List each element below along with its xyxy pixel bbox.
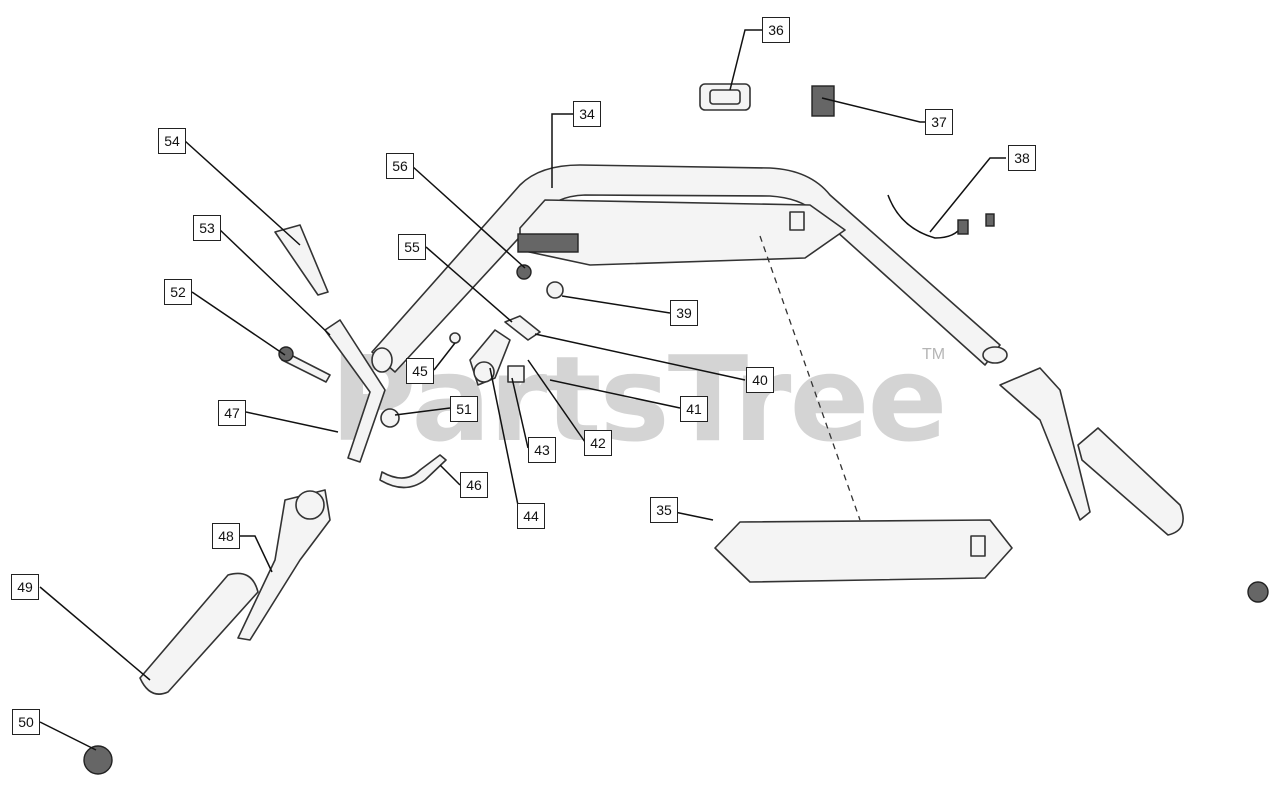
callout-40: 40 xyxy=(746,367,774,393)
knob-54-part xyxy=(274,224,329,296)
right-lever-part xyxy=(999,367,1091,521)
switch-part xyxy=(811,85,835,117)
callout-47: 47 xyxy=(218,400,246,426)
right-plug-part xyxy=(1247,581,1269,603)
bushing-51-part xyxy=(380,408,400,428)
dash-panel-part xyxy=(519,199,846,266)
washer-39-part xyxy=(546,281,564,299)
callout-49: 49 xyxy=(11,574,39,600)
bolt-45-part xyxy=(449,332,461,344)
callout-43: 43 xyxy=(528,437,556,463)
callout-36: 36 xyxy=(762,17,790,43)
callout-46: 46 xyxy=(460,472,488,498)
cable-46-part xyxy=(379,454,447,489)
left-grip-part xyxy=(139,572,259,695)
callout-35: 35 xyxy=(650,497,678,523)
callout-41: 41 xyxy=(680,396,708,422)
spacer-43-part xyxy=(507,365,525,383)
callout-56: 56 xyxy=(386,153,414,179)
callout-42: 42 xyxy=(584,430,612,456)
callout-45: 45 xyxy=(406,358,434,384)
callout-44: 44 xyxy=(517,503,545,529)
callout-54: 54 xyxy=(158,128,186,154)
nut-56-part xyxy=(516,264,532,280)
callout-39: 39 xyxy=(670,300,698,326)
bracket-53-part xyxy=(324,319,386,463)
handlebar-part xyxy=(371,164,1008,373)
callout-55: 55 xyxy=(398,234,426,260)
callout-51: 51 xyxy=(450,396,478,422)
callout-37: 37 xyxy=(925,109,953,135)
callout-50: 50 xyxy=(12,709,40,735)
left-plug-part xyxy=(83,745,113,775)
callout-34: 34 xyxy=(573,101,601,127)
right-grip-part xyxy=(1077,427,1184,536)
panel-plate-part xyxy=(714,519,1013,583)
leader-lines xyxy=(39,29,1006,751)
left-lever-part xyxy=(237,489,331,641)
callout-52: 52 xyxy=(164,279,192,305)
callout-53: 53 xyxy=(193,215,221,241)
callout-48: 48 xyxy=(212,523,240,549)
wire-harness-part xyxy=(887,194,963,239)
trademark-symbol: TM xyxy=(922,346,946,363)
link-55-part xyxy=(504,315,541,341)
callout-38: 38 xyxy=(1008,145,1036,171)
